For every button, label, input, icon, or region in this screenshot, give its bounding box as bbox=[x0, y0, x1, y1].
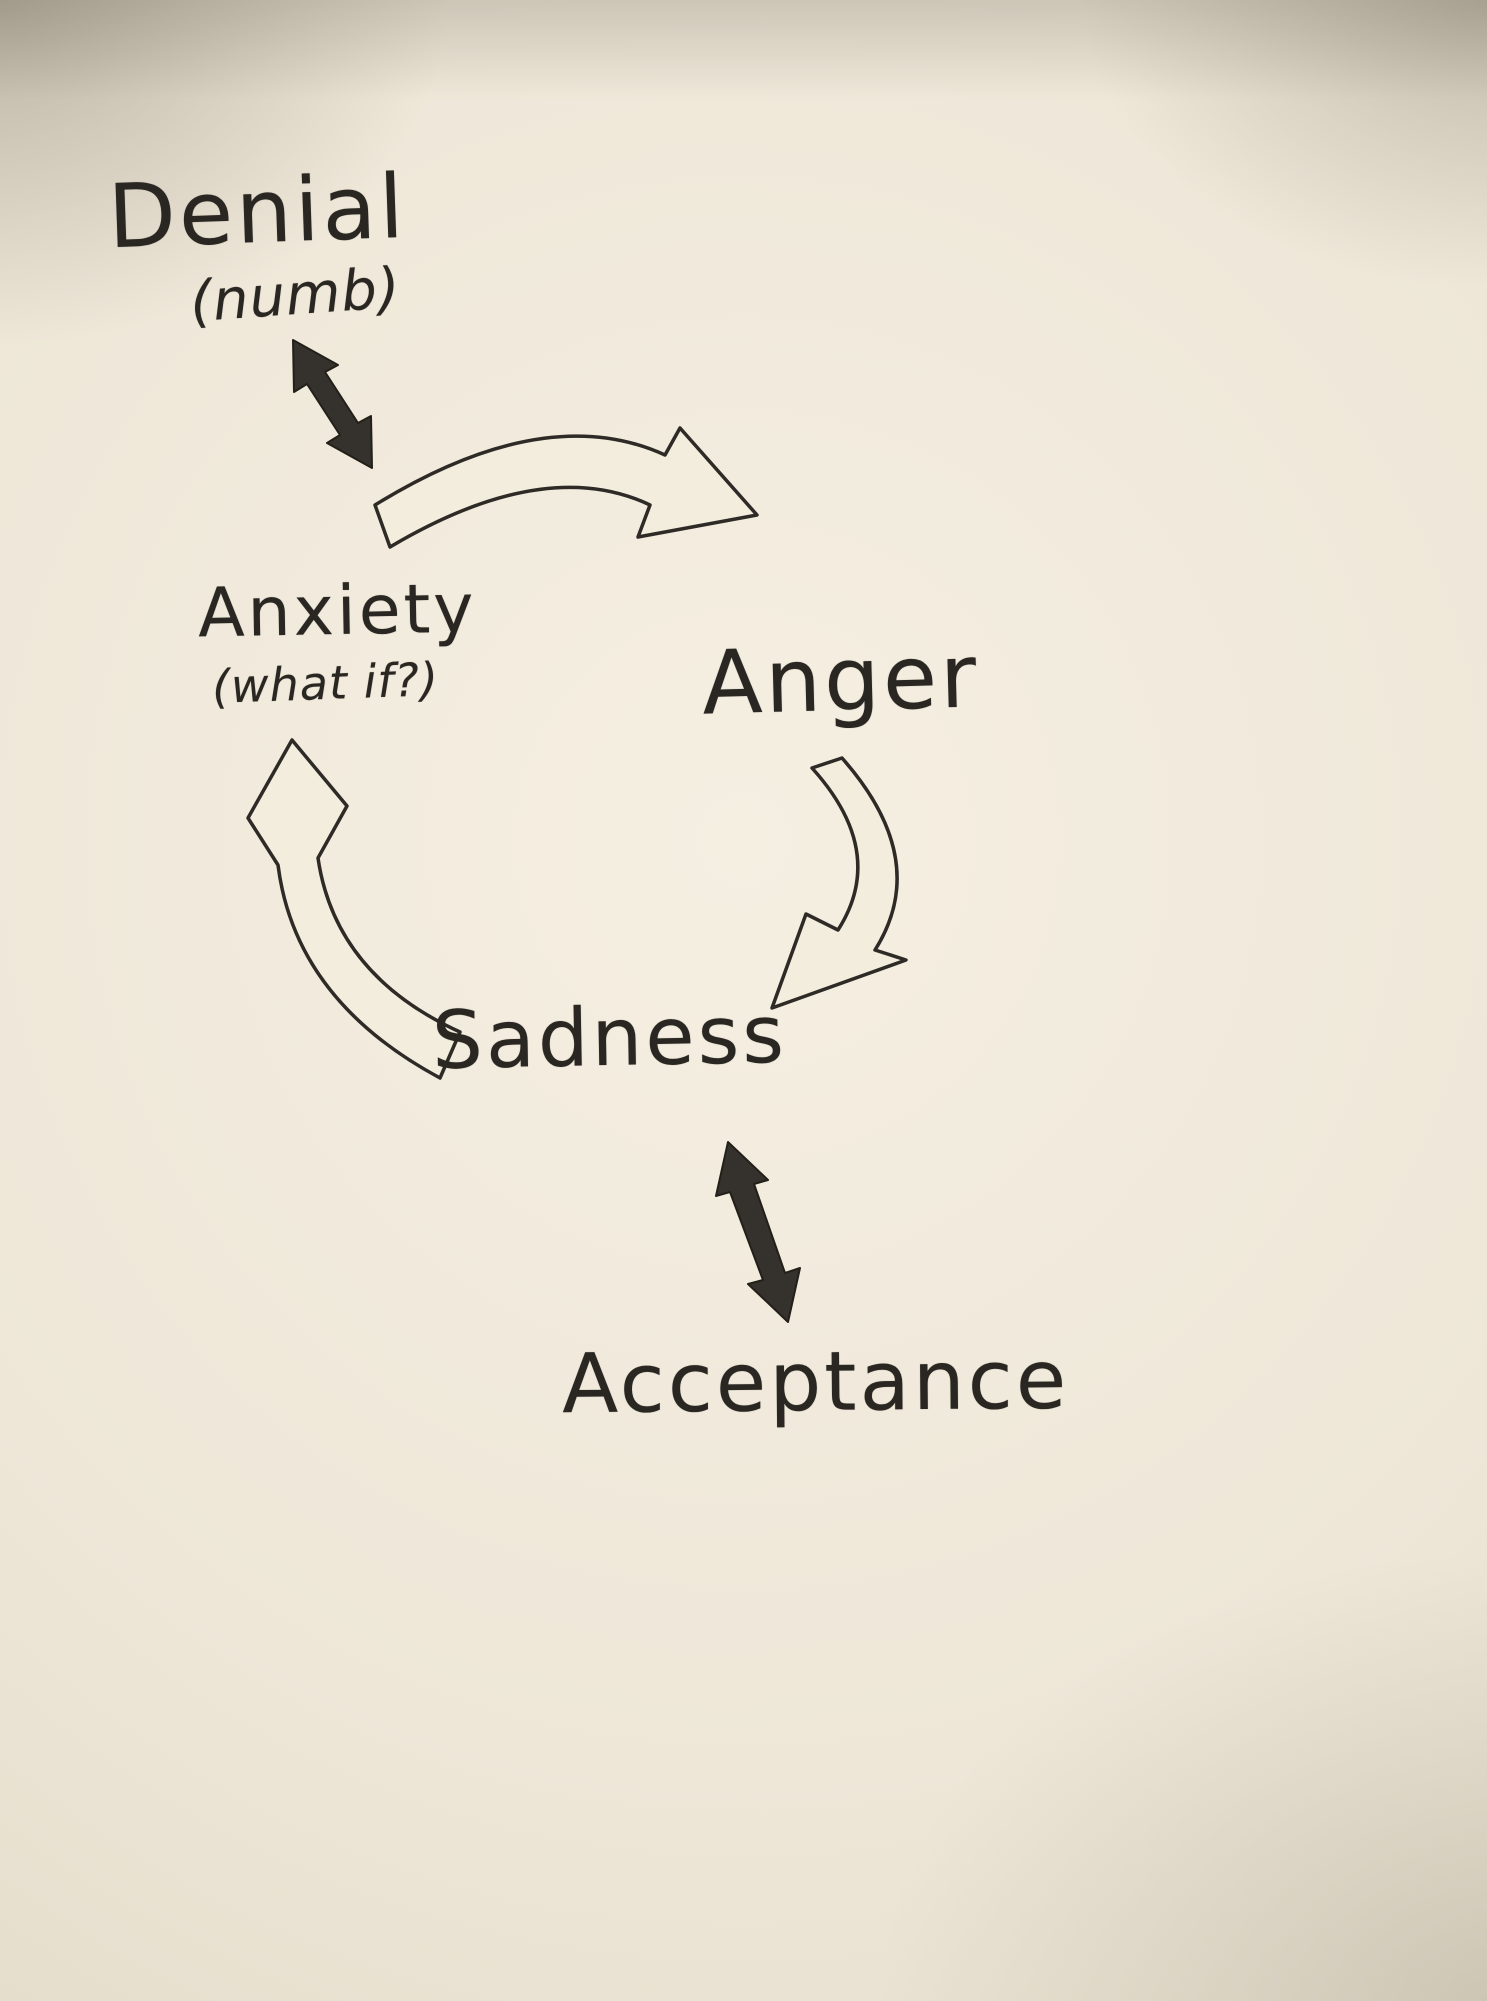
arrow-denial-anxiety bbox=[292, 339, 373, 469]
node-sublabel-denial: (numb) bbox=[187, 255, 403, 336]
node-label-anger: Anger bbox=[700, 624, 981, 735]
arrow-sadness-acceptance bbox=[715, 1141, 801, 1323]
node-sublabel-anxiety: (what if?) bbox=[211, 652, 440, 714]
node-label-anxiety: Anxiety bbox=[197, 569, 478, 654]
arrow-anxiety-to-anger bbox=[373, 426, 759, 549]
node-label-denial: Denial bbox=[106, 154, 409, 269]
arrow-sadness-to-anxiety bbox=[246, 738, 462, 1080]
arrow-anger-to-sadness bbox=[770, 756, 908, 1010]
node-label-sadness: Sadness bbox=[431, 987, 788, 1088]
node-label-acceptance: Acceptance bbox=[561, 1332, 1070, 1433]
